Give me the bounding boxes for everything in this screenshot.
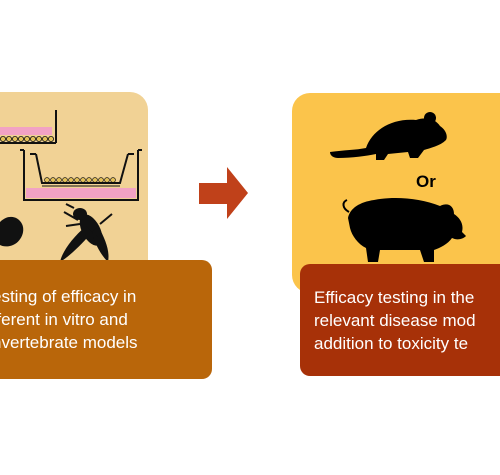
- caption-line: addition to toxicity te: [314, 333, 469, 353]
- or-separator: Or: [416, 172, 436, 191]
- caption-line: Efficacy testing in the: [314, 287, 475, 307]
- pig-icon: [342, 198, 466, 262]
- caption-line: fferent in vitro and: [0, 310, 128, 329]
- fly-icon: [60, 203, 113, 262]
- in-vitro-caption: esting of efficacy in fferent in vitro a…: [0, 260, 212, 379]
- animal-model-caption: Efficacy testing in the relevant disease…: [300, 264, 500, 376]
- caption-line: nvertebrate models: [0, 333, 138, 352]
- mouse-icon: [330, 112, 447, 160]
- cell-culture-icon: [0, 110, 57, 144]
- arrow-right-icon: [199, 167, 248, 219]
- caption-line: esting of efficacy in: [0, 287, 137, 306]
- transwell-insert-icon: [20, 149, 142, 201]
- caption-line: relevant disease mod: [314, 310, 476, 330]
- worm-icon: [0, 216, 24, 247]
